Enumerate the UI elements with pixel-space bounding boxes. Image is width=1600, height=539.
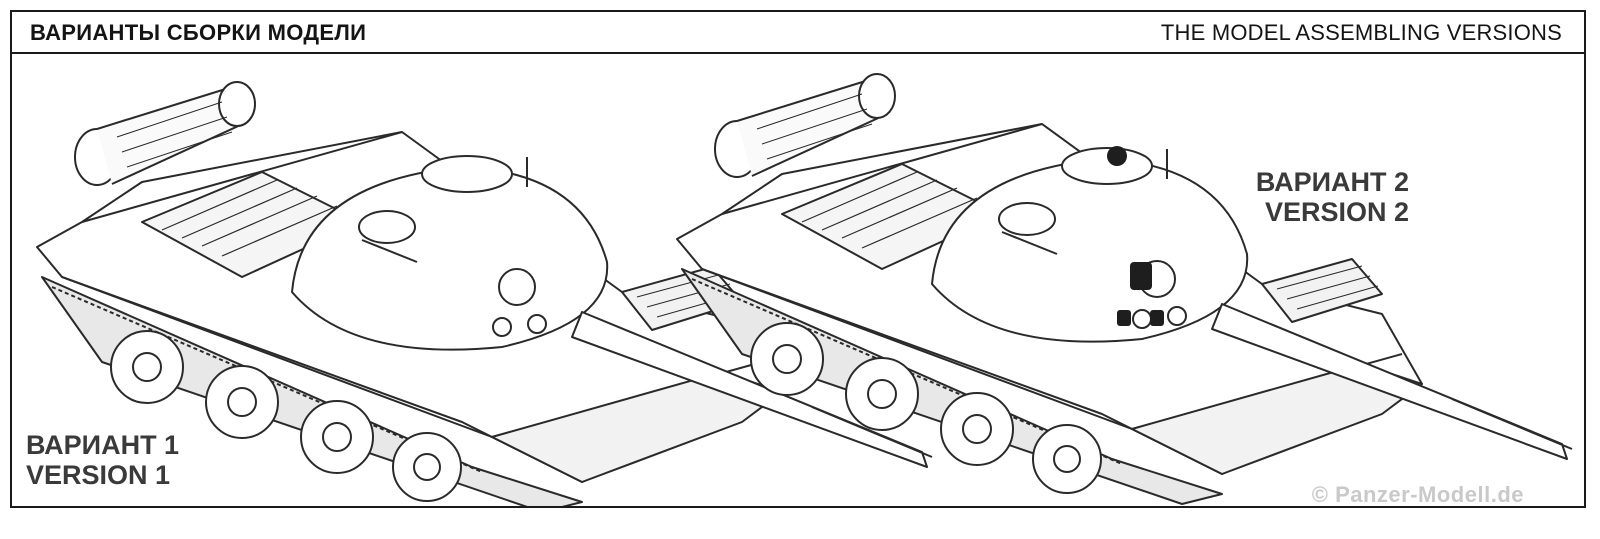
tank-line-art bbox=[36, 73, 1573, 506]
version-2-label: ВАРИАНТ 2 VERSION 2 bbox=[1256, 167, 1409, 227]
version-2-en: VERSION 2 bbox=[1264, 197, 1409, 227]
version-1-label: ВАРИАНТ 1 VERSION 1 bbox=[26, 430, 179, 490]
instruction-frame: ВАРИАНТЫ СБОРКИ МОДЕЛИ THE MODEL ASSEMBL… bbox=[10, 10, 1586, 508]
watermark: © Panzer-Modell.de bbox=[1311, 482, 1524, 507]
version-1-ru: ВАРИАНТ 1 bbox=[26, 430, 180, 460]
header-bar: ВАРИАНТЫ СБОРКИ МОДЕЛИ THE MODEL ASSEMBL… bbox=[12, 12, 1584, 54]
version-2-details bbox=[1107, 146, 1164, 326]
tank-version-2 bbox=[676, 73, 1573, 505]
version-1-en: VERSION 1 bbox=[26, 460, 171, 490]
title-english: THE MODEL ASSEMBLING VERSIONS bbox=[1160, 20, 1562, 45]
version-2-ru: ВАРИАНТ 2 bbox=[1255, 167, 1409, 197]
title-russian: ВАРИАНТЫ СБОРКИ МОДЕЛИ bbox=[30, 20, 367, 45]
